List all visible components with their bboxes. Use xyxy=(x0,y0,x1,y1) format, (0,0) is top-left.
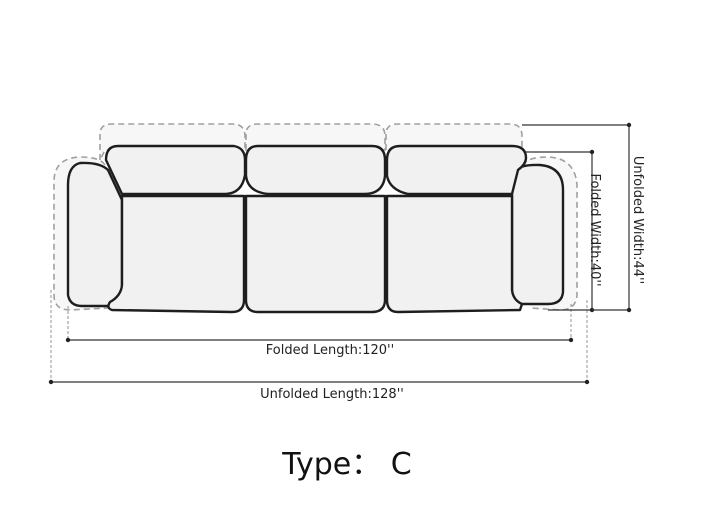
right-arm xyxy=(510,163,565,306)
unfolded-width-label: Unfolded Width:44'' xyxy=(630,156,645,284)
unfolded-width-dimension: Unfolded Width:44'' xyxy=(522,122,645,313)
unfolded-length-dimension: Unfolded Length:128'' xyxy=(48,290,590,402)
folded-length-dimension: Folded Length:120'' xyxy=(65,304,574,358)
unfolded-back-left xyxy=(99,123,246,161)
back-cushion-right xyxy=(385,144,528,196)
back-cushion-left xyxy=(104,144,247,196)
folded-length-label: Folded Length:120'' xyxy=(266,343,394,358)
seat-left xyxy=(107,194,246,314)
left-arm xyxy=(66,161,124,308)
seat-middle xyxy=(244,194,387,314)
folded-width-dimension: Folded Width:40'' xyxy=(526,149,602,313)
folded-width-label: Folded Width:40'' xyxy=(587,173,602,286)
unfolded-length-label: Unfolded Length:128'' xyxy=(260,387,404,402)
unfolded-back-right xyxy=(385,123,526,166)
unfolded-back-middle xyxy=(245,123,386,151)
seat-right xyxy=(385,194,524,314)
sofa xyxy=(66,144,565,314)
type-label: Type： C xyxy=(281,447,411,482)
back-cushion-middle xyxy=(244,144,387,196)
